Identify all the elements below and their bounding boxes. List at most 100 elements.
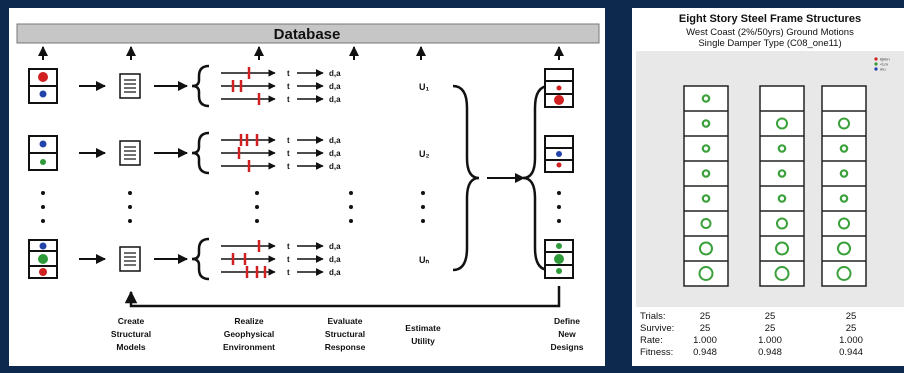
svg-text:Evaluate: Evaluate bbox=[328, 316, 363, 326]
document-icon bbox=[119, 73, 141, 272]
response-arrows bbox=[297, 69, 324, 276]
ground-motion-records bbox=[221, 69, 276, 276]
svg-text:t: t bbox=[287, 242, 290, 251]
svg-text:25: 25 bbox=[765, 311, 776, 322]
damper-circle bbox=[837, 241, 851, 256]
document-lines bbox=[124, 79, 136, 266]
damper-circle bbox=[774, 266, 790, 281]
new-designs-brace bbox=[522, 84, 550, 272]
results-subtitle-2: Single Damper Type (C08_one11) bbox=[698, 38, 841, 49]
damper-circle bbox=[777, 169, 787, 178]
new-design-n bbox=[544, 239, 574, 279]
database-bar bbox=[16, 23, 600, 44]
svg-text:<Lm: <Lm bbox=[880, 62, 889, 67]
damper-circle bbox=[839, 194, 849, 203]
stats-label-rate: Rate: bbox=[640, 335, 663, 346]
svg-text:t: t bbox=[287, 69, 290, 78]
svg-text:New: New bbox=[558, 329, 576, 339]
svg-text:hjlmn: hjlmn bbox=[880, 57, 890, 62]
svg-text:25: 25 bbox=[846, 323, 857, 334]
frame-1 bbox=[683, 85, 729, 287]
database-label: Database bbox=[274, 26, 341, 43]
svg-text:t: t bbox=[287, 268, 290, 277]
stats-label-fitness: Fitness: bbox=[640, 347, 673, 358]
svg-text:Define: Define bbox=[554, 316, 580, 326]
svg-text:Create: Create bbox=[118, 316, 145, 326]
new-design-1 bbox=[544, 68, 574, 108]
damper-circle bbox=[838, 217, 850, 230]
damper-circle bbox=[838, 117, 850, 130]
svg-text:25: 25 bbox=[846, 311, 857, 322]
stage-evaluate-structural-response: Evaluate Structural Response bbox=[325, 316, 366, 352]
damper-circle bbox=[701, 194, 711, 203]
structure-model-2 bbox=[28, 135, 58, 171]
svg-text:Utility: Utility bbox=[411, 336, 435, 346]
stage-create-structural-models: Create Structural Models bbox=[111, 316, 151, 352]
svg-text:1.000: 1.000 bbox=[693, 335, 717, 346]
svg-text:1.000: 1.000 bbox=[839, 335, 863, 346]
results-title: Eight Story Steel Frame Structures bbox=[679, 13, 861, 25]
damper-circle bbox=[699, 241, 713, 256]
damper-circle bbox=[701, 119, 711, 128]
utility-label-1: U₁ bbox=[419, 82, 429, 92]
results-subtitle-1: West Coast (2%/50yrs) Ground Motions bbox=[686, 27, 854, 38]
damper-circle bbox=[700, 218, 712, 229]
structure-model-n bbox=[28, 239, 58, 279]
stage-realize-geophysical-environment: Realize Geophysical Environment bbox=[223, 316, 275, 352]
workflow-diagram-panel: Database bbox=[9, 8, 605, 366]
frame-3 bbox=[821, 85, 867, 287]
workflow-diagram: Database bbox=[16, 23, 600, 352]
response-rows: t t t t t t t t t d,a d,a d,a d,a d,a d,… bbox=[287, 69, 341, 277]
utility-label-n: Uₙ bbox=[419, 255, 429, 265]
svg-text:d,a: d,a bbox=[329, 268, 341, 277]
damper-circle bbox=[839, 144, 849, 153]
aggregate-brace bbox=[452, 84, 480, 272]
stats-label-trials: Trials: bbox=[640, 311, 666, 322]
damper-circle bbox=[775, 241, 789, 256]
frame-results-panel: Eight Story Steel Frame Structures West … bbox=[632, 8, 904, 366]
model-arrows bbox=[79, 81, 106, 264]
svg-text:Structural: Structural bbox=[111, 329, 151, 339]
frame-results-figure: Eight Story Steel Frame Structures West … bbox=[636, 13, 904, 358]
damper-legend: hjlmn <Lm mu bbox=[874, 57, 890, 72]
vertical-ellipsis-2 bbox=[128, 191, 132, 223]
svg-text:d,a: d,a bbox=[329, 255, 341, 264]
event-ticks bbox=[231, 67, 267, 278]
svg-text:mu: mu bbox=[880, 67, 886, 72]
svg-text:25: 25 bbox=[700, 311, 711, 322]
stats-label-survive: Survive: bbox=[640, 323, 674, 334]
svg-text:d,a: d,a bbox=[329, 242, 341, 251]
structure-model-1 bbox=[28, 68, 58, 104]
svg-text:d,a: d,a bbox=[329, 95, 341, 104]
svg-text:d,a: d,a bbox=[329, 82, 341, 91]
stage-define-new-designs: Define New Designs bbox=[550, 316, 583, 352]
svg-text:d,a: d,a bbox=[329, 69, 341, 78]
svg-text:Realize: Realize bbox=[234, 316, 264, 326]
svg-text:t: t bbox=[287, 82, 290, 91]
damper-circle bbox=[701, 94, 711, 103]
damper-circle bbox=[701, 144, 711, 153]
damper-circle bbox=[777, 144, 787, 153]
svg-text:25: 25 bbox=[700, 323, 711, 334]
damper-circle bbox=[698, 266, 714, 281]
stats-table: Trials: Survive: Rate: Fitness: 25 25 25… bbox=[640, 311, 863, 358]
damper-circle bbox=[776, 217, 788, 230]
svg-text:d,a: d,a bbox=[329, 162, 341, 171]
svg-text:25: 25 bbox=[765, 323, 776, 334]
svg-text:Environment: Environment bbox=[223, 342, 275, 352]
vertical-ellipsis-3 bbox=[255, 191, 259, 223]
svg-text:Response: Response bbox=[325, 342, 366, 352]
damper-circle bbox=[839, 169, 849, 178]
environment-arrows bbox=[154, 81, 188, 264]
vertical-ellipsis-1 bbox=[41, 191, 45, 223]
svg-text:1.000: 1.000 bbox=[758, 335, 782, 346]
utility-label-2: U₂ bbox=[419, 149, 430, 159]
svg-text:Geophysical: Geophysical bbox=[224, 329, 275, 339]
environment-braces bbox=[191, 64, 210, 281]
vertical-ellipsis-4 bbox=[349, 191, 353, 223]
svg-text:0.944: 0.944 bbox=[839, 347, 863, 358]
frame-2 bbox=[759, 85, 805, 287]
vertical-ellipsis-6 bbox=[557, 191, 561, 223]
svg-text:0.948: 0.948 bbox=[758, 347, 782, 358]
vertical-ellipsis-5 bbox=[421, 191, 425, 223]
